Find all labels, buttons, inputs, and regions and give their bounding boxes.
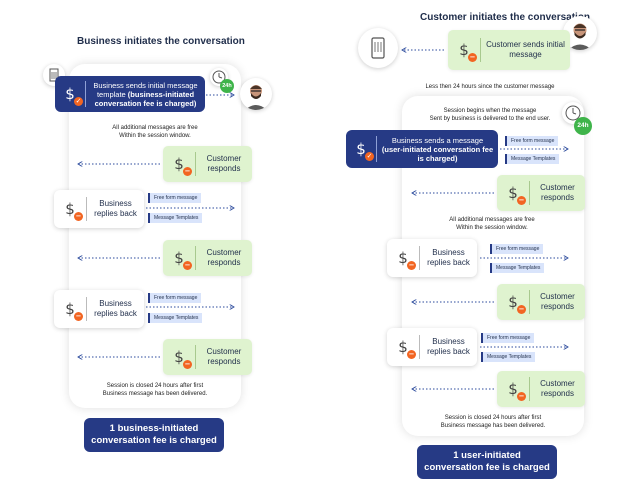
24h-badge: 24h: [574, 117, 592, 135]
check-badge-icon: ✓: [74, 97, 83, 106]
customer-sends-label: Customer sends initial message: [486, 40, 565, 59]
tag-message-templates: Message Templates: [490, 263, 545, 273]
dollar-icon: $−: [174, 348, 192, 369]
avatar: [240, 78, 272, 110]
check-badge-icon: ✓: [365, 152, 374, 161]
customer-responds-label: Customer responds: [206, 154, 242, 173]
customer-responds-box: $− Customer responds: [163, 339, 252, 375]
minus-badge-icon: −: [74, 312, 83, 321]
customer-responds-label: Customer responds: [206, 347, 242, 366]
tag-message-templates: Message Templates: [148, 213, 203, 223]
customer-responds-label: Customer responds: [206, 248, 242, 267]
tag-message-templates: Message Templates: [481, 352, 536, 362]
customer-sends-box: $− Customer sends initial message: [448, 30, 570, 70]
customer-responds-box: $− Customer responds: [497, 371, 585, 407]
tag-free-form: Free form message: [148, 193, 202, 203]
dollar-icon: $−: [508, 380, 526, 401]
business-replies-label: Business replies back: [94, 299, 137, 318]
customer-responds-label: Customer responds: [540, 183, 575, 202]
minus-badge-icon: −: [517, 196, 526, 205]
business-replies-label: Business replies back: [94, 199, 137, 218]
business-fee-text: (user-initiated conversation fee is char…: [381, 144, 494, 163]
dollar-icon: $✓: [356, 140, 374, 161]
24h-badge: 24h: [220, 79, 234, 93]
tag-free-form: Free form message: [490, 244, 544, 254]
business-replies-label: Business replies back: [427, 248, 470, 267]
minus-badge-icon: −: [74, 212, 83, 221]
dollar-icon: $−: [508, 184, 526, 205]
tag-free-form: Free form message: [505, 136, 559, 146]
customer-responds-box: $− Customer responds: [497, 284, 585, 320]
less-24h-note: Less then 24 hours since the customer me…: [425, 84, 555, 90]
minus-badge-icon: −: [517, 305, 526, 314]
minus-badge-icon: −: [407, 261, 416, 270]
dollar-icon: $−: [65, 300, 83, 321]
business-replies-label: Business replies back: [427, 337, 470, 356]
tag-message-templates: Message Templates: [505, 154, 560, 164]
tag-free-form: Free form message: [148, 293, 202, 303]
business-replies-box: $− Business replies back: [387, 328, 477, 366]
tag-free-form: Free form message: [481, 333, 535, 343]
minus-badge-icon: −: [407, 350, 416, 359]
dollar-icon: $−: [174, 155, 192, 176]
business-replies-box: $− Business replies back: [387, 239, 477, 277]
template-message-text: Business sends initial message template: [93, 80, 198, 99]
dollar-icon: $−: [459, 41, 477, 62]
minus-badge-icon: −: [183, 261, 192, 270]
template-fee-text: (business-initiated conversation fee is …: [94, 89, 197, 108]
customer-responds-box: $− Customer responds: [497, 175, 585, 211]
business-sends-message: $✓ Business sends a message (user-initia…: [346, 130, 498, 168]
customer-responds-box: $− Customer responds: [163, 146, 252, 182]
tag-message-templates: Message Templates: [148, 313, 203, 323]
customer-responds-label: Customer responds: [540, 292, 575, 311]
business-replies-box: $− Business replies back: [54, 190, 144, 228]
dollar-icon: $−: [398, 249, 416, 270]
dollar-icon: $✓: [65, 85, 83, 106]
left-title: Business initiates the conversation: [77, 36, 245, 47]
business-message-text: Business sends a message: [391, 135, 484, 145]
dollar-icon: $−: [398, 338, 416, 359]
minus-badge-icon: −: [517, 392, 526, 401]
dollar-icon: $−: [174, 249, 192, 270]
dollar-icon: $−: [65, 200, 83, 221]
customer-responds-label: Customer responds: [540, 379, 575, 398]
minus-badge-icon: −: [468, 53, 477, 62]
minus-badge-icon: −: [183, 360, 192, 369]
business-replies-box: $− Business replies back: [54, 290, 144, 328]
right-title: Customer initiates the conversation: [420, 12, 591, 23]
minus-badge-icon: −: [183, 167, 192, 176]
dollar-icon: $−: [508, 293, 526, 314]
customer-responds-box: $− Customer responds: [163, 240, 252, 276]
business-template-message: $✓ Business sends initial message templa…: [55, 76, 205, 112]
phone-icon: [358, 28, 398, 68]
